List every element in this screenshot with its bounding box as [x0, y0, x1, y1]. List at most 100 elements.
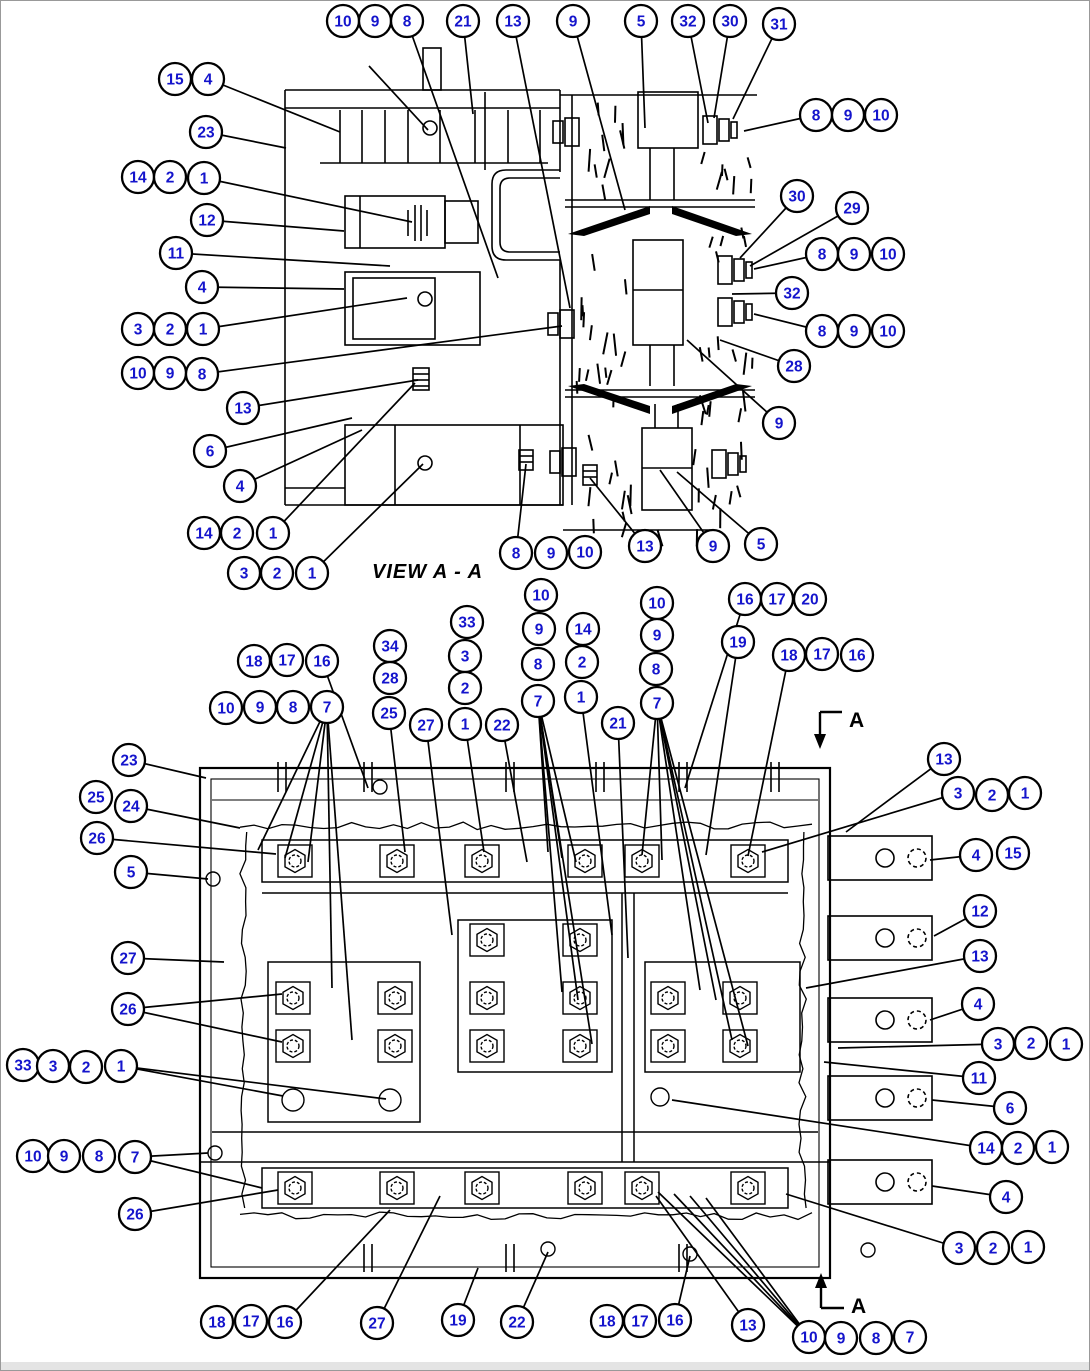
callout-24: 24	[113, 788, 149, 824]
callout-13: 13	[225, 390, 261, 426]
callout-number: 9	[256, 700, 265, 717]
hole-circle	[860, 1242, 876, 1258]
callout-23: 23	[188, 114, 224, 150]
callout-5: 5	[623, 3, 659, 39]
callout-number: 1	[577, 690, 586, 707]
hole-circle	[540, 1241, 556, 1257]
callout-9: 9	[152, 355, 188, 391]
callout-number: 14	[129, 170, 147, 187]
callout-4: 4	[222, 468, 258, 504]
section-marker-top: A	[814, 709, 864, 749]
callout-13: 13	[627, 528, 663, 564]
leader-line	[785, 1193, 960, 1249]
callout-number: 8	[534, 657, 543, 674]
callout-27: 27	[110, 940, 146, 976]
callout-number: 5	[127, 865, 136, 882]
leader-line	[749, 207, 853, 267]
top-view-drawing	[284, 47, 757, 531]
callout-number: 10	[879, 247, 896, 264]
leader-line	[425, 724, 453, 936]
callout-10: 10	[791, 1319, 827, 1355]
leader-line	[656, 702, 733, 1041]
callout-number: 9	[653, 628, 662, 645]
callout-5: 5	[113, 854, 149, 890]
leader-line	[96, 837, 277, 855]
leader-line	[368, 65, 429, 131]
callout-10: 10	[208, 690, 244, 726]
leader-lines	[96, 20, 1011, 1338]
callout-8: 8	[184, 356, 220, 392]
leader-line	[617, 722, 629, 959]
callout-number: 1	[269, 526, 278, 543]
callout-number: 4	[972, 848, 981, 865]
callout-3: 3	[941, 1230, 977, 1266]
hex-bolt	[277, 1171, 313, 1205]
leader-line	[206, 219, 345, 232]
bolt-stack	[547, 117, 580, 477]
leader-line	[134, 1189, 279, 1215]
leader-line	[257, 706, 328, 851]
callout-number: 17	[278, 653, 295, 670]
callout-number: 8	[818, 247, 827, 264]
callout-19: 19	[720, 624, 756, 660]
callout-11: 11	[961, 1060, 997, 1096]
callout-18: 18	[589, 1303, 625, 1339]
callout-number: 4	[974, 997, 983, 1014]
spring-spikes	[708, 227, 748, 263]
leader-line	[201, 325, 563, 375]
callout-9: 9	[761, 405, 797, 441]
callout-number: 1	[117, 1059, 126, 1076]
callout-number: 1	[1048, 1140, 1057, 1157]
leader-line	[687, 20, 709, 124]
callout-8: 8	[798, 97, 834, 133]
callout-7: 7	[520, 683, 556, 719]
callout-number: 22	[493, 718, 510, 735]
callout-8: 8	[858, 1320, 894, 1356]
leader-line	[537, 700, 577, 863]
leader-line	[321, 660, 369, 789]
leader-line	[805, 955, 981, 989]
section-arrow-down-icon	[814, 734, 826, 749]
callout-number: 8	[818, 324, 827, 341]
callout-number: 8	[403, 14, 412, 31]
callout-8: 8	[804, 236, 840, 272]
hex-bolt	[562, 981, 598, 1015]
callout-15: 15	[995, 835, 1031, 871]
callout-33: 33	[449, 604, 485, 640]
callout-8: 8	[389, 3, 425, 39]
callout-number: 16	[313, 654, 331, 671]
hex-bolt	[567, 1171, 603, 1205]
callout-2: 2	[975, 1230, 1011, 1266]
hex-bolt	[275, 1029, 311, 1063]
callout-number: 17	[242, 1314, 259, 1331]
callout-13: 13	[730, 1307, 766, 1343]
callout-1: 1	[1010, 1229, 1046, 1265]
leader-line	[284, 706, 328, 859]
leader-line	[120, 1065, 387, 1100]
callout-number: 26	[126, 1207, 144, 1224]
callout-14: 14	[968, 1130, 1004, 1166]
callout-number: 25	[87, 790, 105, 807]
callout-number: 18	[598, 1314, 616, 1331]
section-label-bottom: A	[851, 1295, 866, 1318]
callout-22: 22	[499, 1304, 535, 1340]
callout-number: 24	[122, 799, 140, 816]
callout-number: 10	[334, 14, 351, 31]
callout-17: 17	[233, 1303, 269, 1339]
callout-number: 5	[637, 14, 646, 31]
callout-number: 16	[276, 1315, 294, 1332]
callout-number: 2	[273, 566, 282, 583]
torn-edge-line	[239, 1211, 813, 1221]
hex-bolt	[722, 1029, 758, 1063]
callout-number: 3	[954, 786, 963, 803]
callout-number: 9	[60, 1149, 69, 1166]
view-title: VIEW A - A	[372, 561, 483, 583]
callout-20: 20	[792, 581, 828, 617]
callout-32: 32	[774, 275, 810, 311]
callout-number: 2	[1014, 1141, 1023, 1158]
callout-number: 29	[843, 201, 861, 218]
callout-1: 1	[255, 515, 291, 551]
section-label-top: A	[849, 709, 864, 732]
callout-number: 8	[95, 1149, 104, 1166]
